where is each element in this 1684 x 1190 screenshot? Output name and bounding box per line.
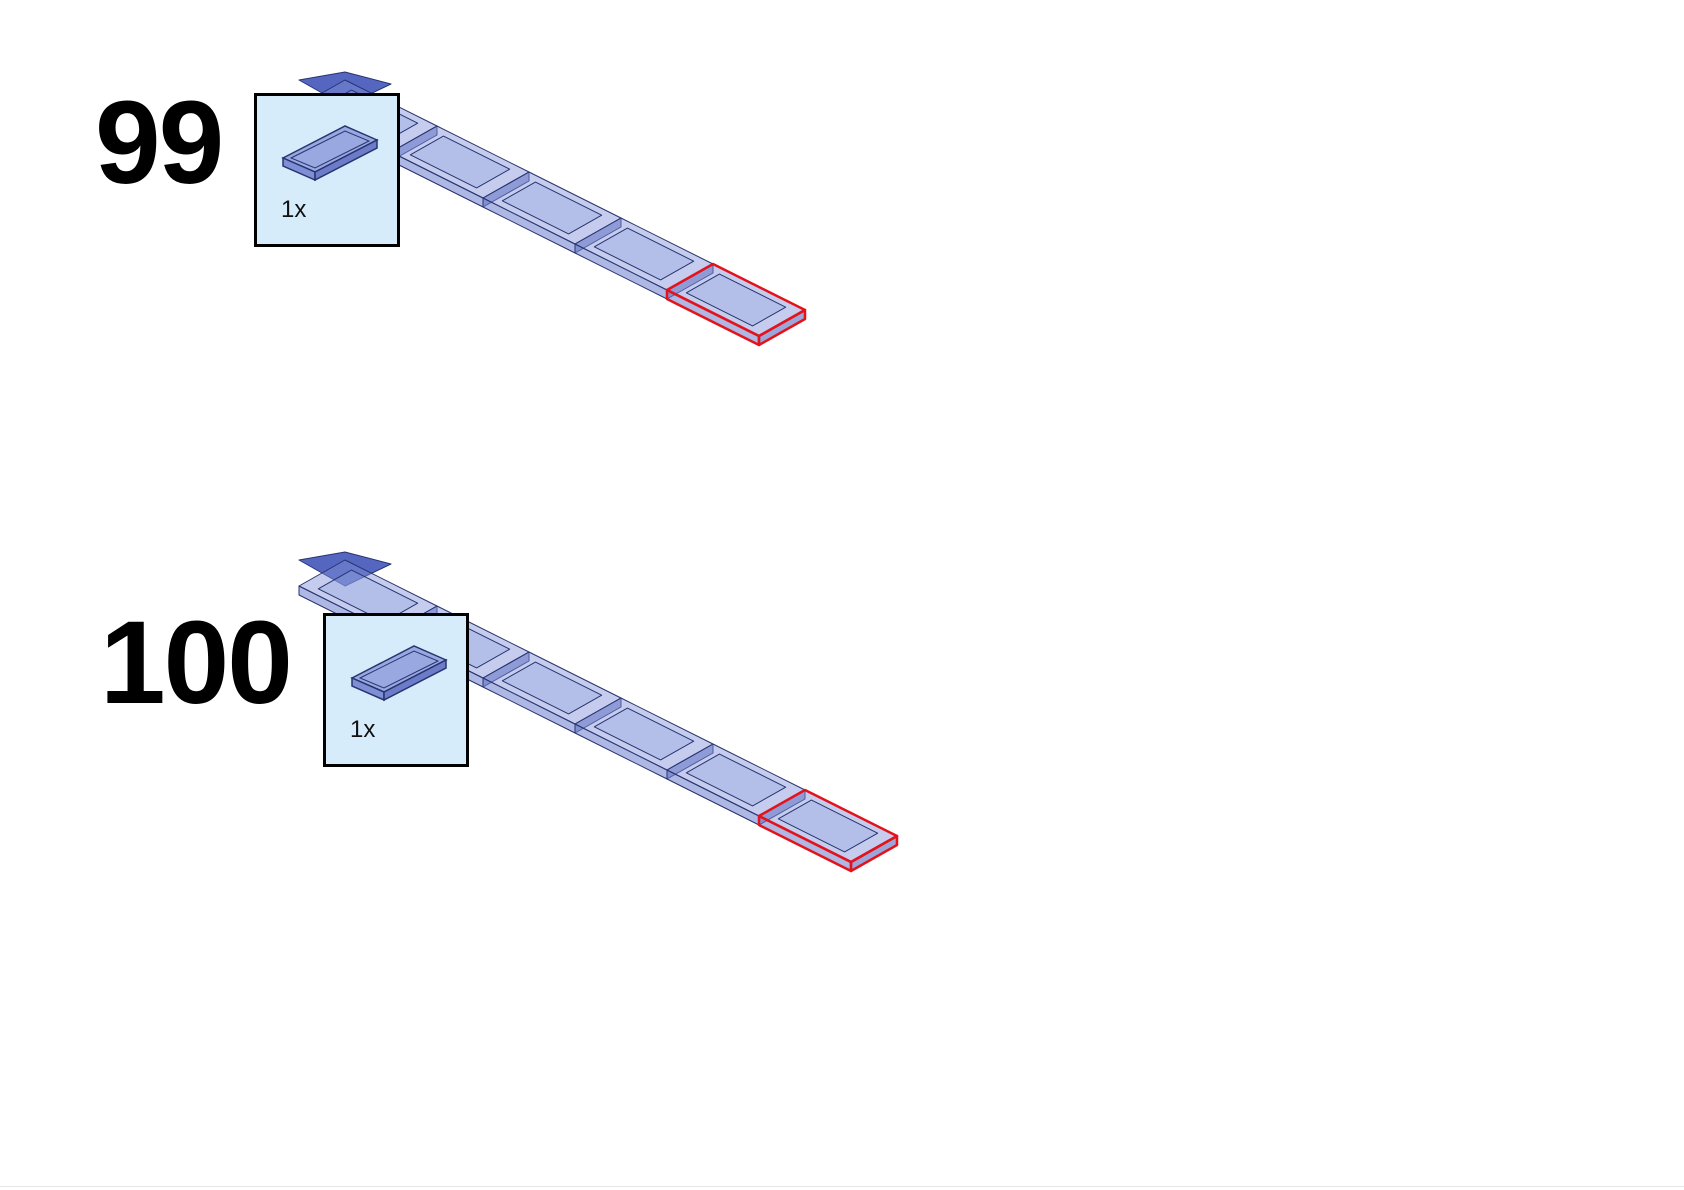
step-99-model [298, 71, 807, 347]
tile-chain [298, 71, 807, 347]
tile [666, 743, 806, 826]
tile-1x2-icon [281, 125, 379, 182]
chain-start-cap [298, 551, 392, 587]
parts-callout: 1x [323, 613, 469, 767]
parts-callout: 1x [254, 93, 400, 247]
part-quantity: 1x [281, 196, 307, 223]
tile [574, 697, 714, 780]
part-quantity: 1x [350, 716, 376, 743]
step-number: 100 [100, 597, 293, 729]
instruction-step-100: 100 1x [0, 520, 1684, 1080]
new-tile-highlighted [757, 788, 899, 873]
page-bottom-rule [0, 1186, 1684, 1187]
tile [574, 217, 714, 300]
instruction-step-99: 99 1x [0, 0, 1684, 560]
new-tile-highlighted [665, 262, 807, 347]
tile [482, 171, 622, 254]
tile-1x2-icon [350, 645, 448, 702]
step-number: 99 [95, 77, 224, 209]
